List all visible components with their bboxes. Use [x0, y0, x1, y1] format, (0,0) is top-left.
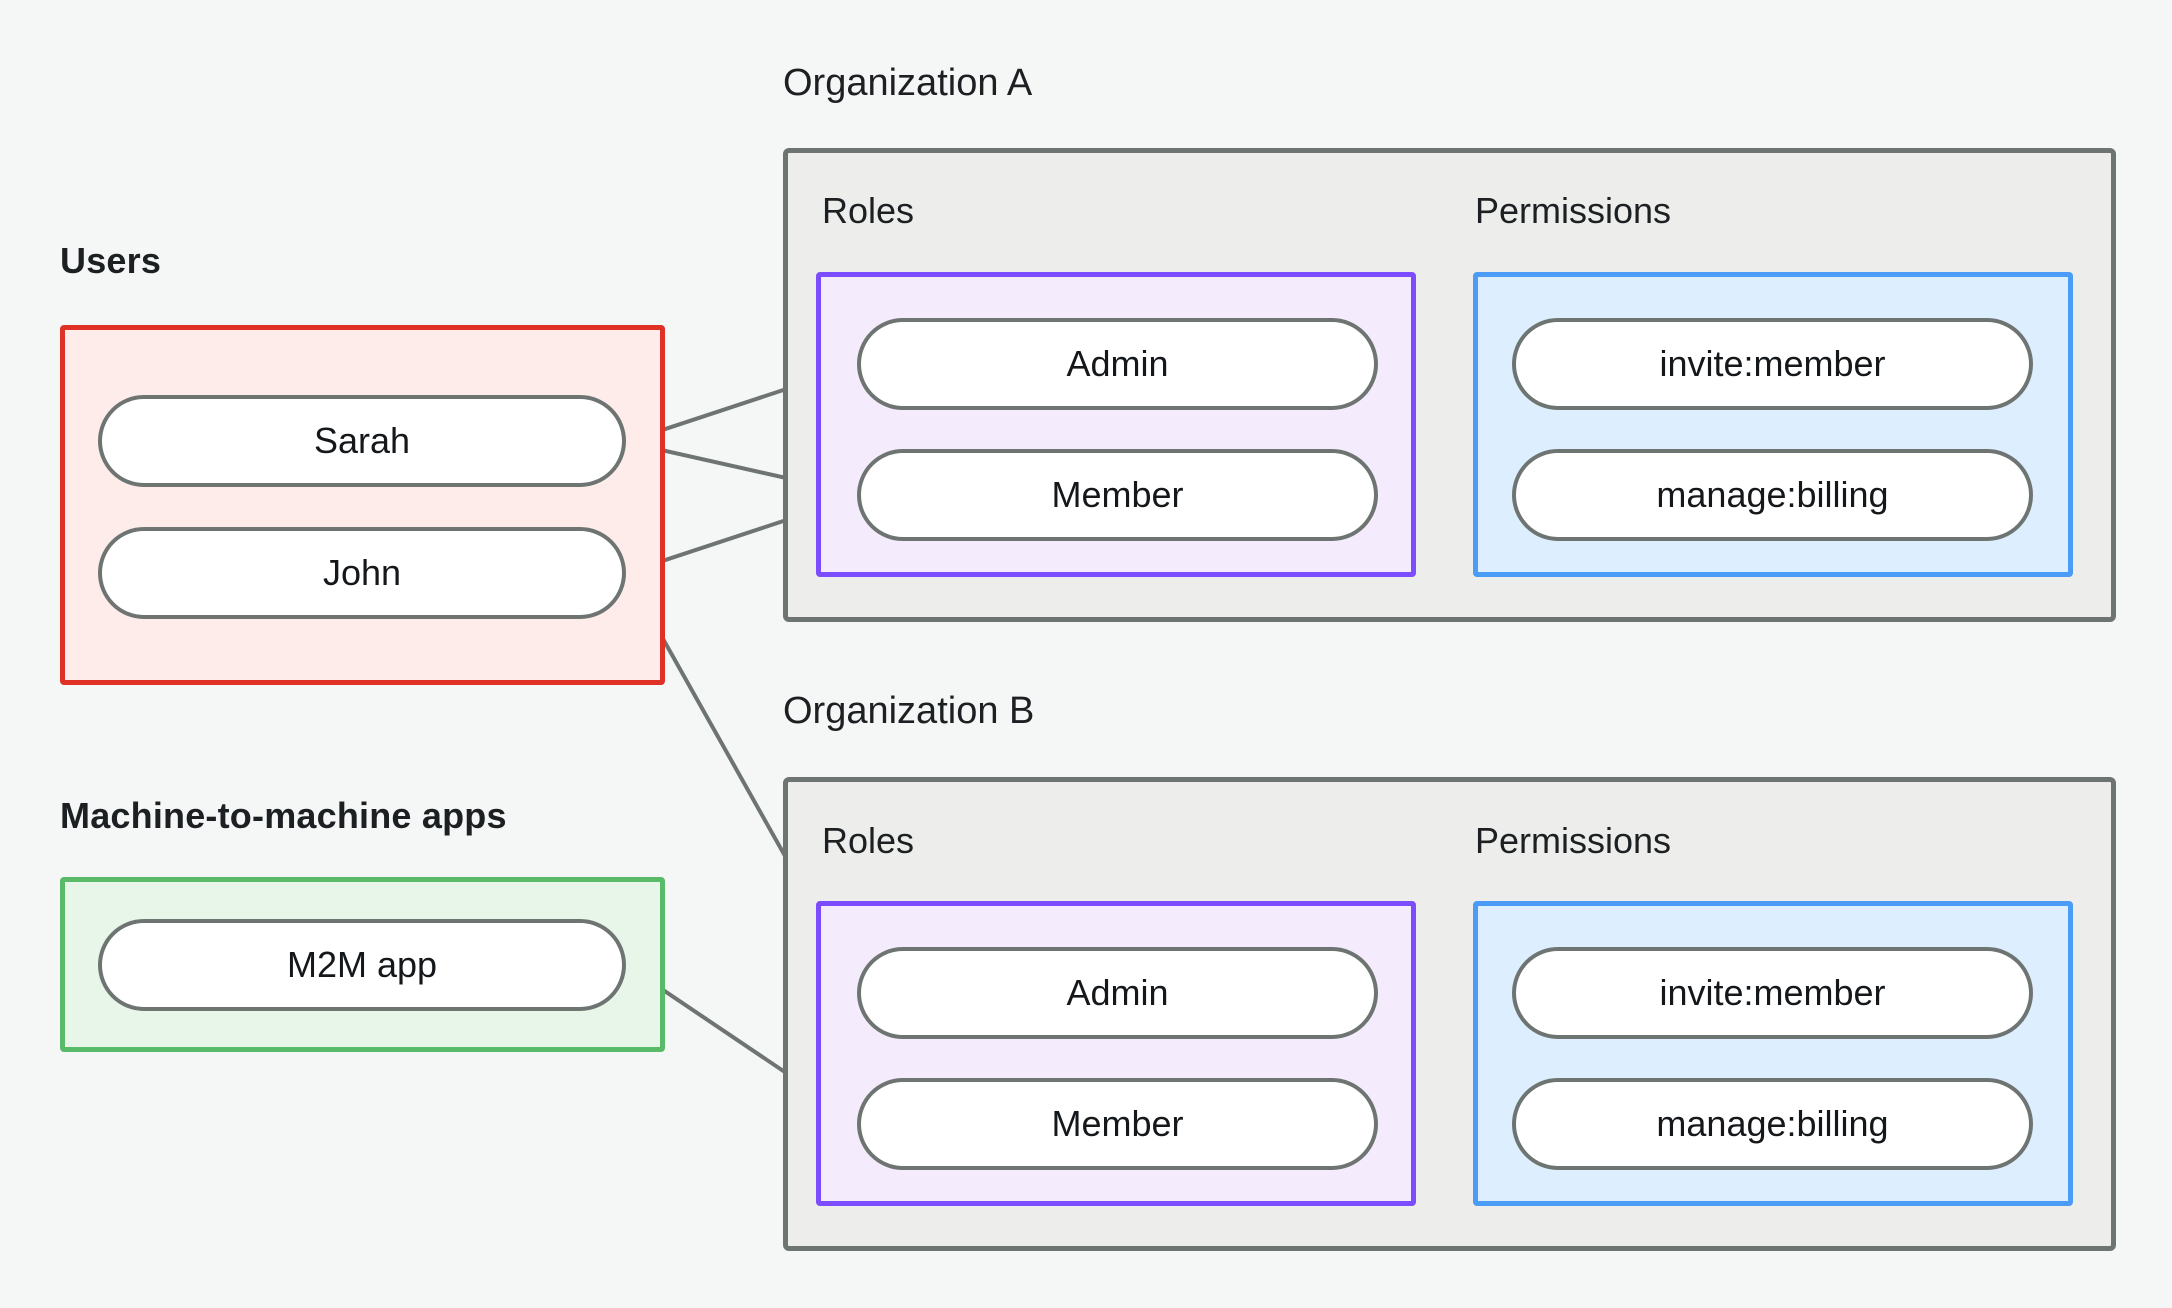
m2m-group-label: Machine-to-machine apps — [60, 795, 507, 836]
users-group-box — [60, 325, 665, 685]
org-b-title: Organization B — [783, 690, 1035, 732]
users-group-label: Users — [60, 240, 162, 281]
node-org-a-role-admin[interactable]: Admin — [857, 318, 1378, 410]
node-m2m-app[interactable]: M2M app — [98, 919, 626, 1011]
node-org-b-role-admin[interactable]: Admin — [857, 947, 1378, 1039]
node-org-a-role-member[interactable]: Member — [857, 449, 1378, 541]
node-john[interactable]: John — [98, 527, 626, 619]
org-b-permissions-title: Permissions — [1475, 820, 1672, 861]
org-a-title: Organization A — [783, 62, 1033, 104]
org-a-roles-title: Roles — [822, 190, 915, 231]
node-org-a-perm-manage-billing[interactable]: manage:billing — [1512, 449, 2033, 541]
node-org-b-perm-invite-member[interactable]: invite:member — [1512, 947, 2033, 1039]
node-org-b-perm-manage-billing[interactable]: manage:billing — [1512, 1078, 2033, 1170]
node-sarah[interactable]: Sarah — [98, 395, 626, 487]
node-org-b-role-member[interactable]: Member — [857, 1078, 1378, 1170]
node-org-a-perm-invite-member[interactable]: invite:member — [1512, 318, 2033, 410]
org-b-roles-title: Roles — [822, 820, 915, 861]
org-a-permissions-title: Permissions — [1475, 190, 1672, 231]
